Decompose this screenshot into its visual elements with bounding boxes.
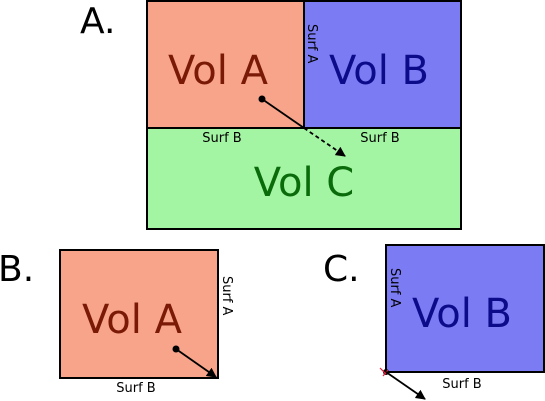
surf-a-label-b: Surf A bbox=[219, 276, 234, 316]
collision-mark-c bbox=[379, 367, 389, 377]
vol-a-label: Vol A bbox=[168, 48, 269, 94]
vol-b-label: Vol B bbox=[329, 48, 429, 94]
surf-b-label-c: Surf B bbox=[442, 377, 481, 392]
particle-track-c bbox=[385, 371, 426, 400]
vol-c-label: Vol C bbox=[254, 160, 355, 206]
particle-track-solid bbox=[261, 98, 305, 129]
vol-a-region-b bbox=[59, 249, 219, 379]
vol-a-label-b: Vol A bbox=[82, 297, 183, 343]
surf-b-label-left: Surf B bbox=[202, 131, 241, 146]
vol-a-region bbox=[146, 0, 305, 129]
panel-b-letter: B. bbox=[0, 249, 34, 290]
surf-a-label: Surf A bbox=[304, 24, 319, 64]
vol-b-region-c bbox=[385, 244, 545, 373]
surf-b-label-right: Surf B bbox=[360, 131, 399, 146]
panel-c-letter: C. bbox=[323, 249, 360, 290]
surf-a-label-c: Surf A bbox=[387, 268, 402, 308]
vol-b-label-c: Vol B bbox=[412, 291, 512, 337]
vol-c-region bbox=[146, 127, 462, 230]
surf-b-label-b: Surf B bbox=[116, 381, 155, 396]
particle-track-dashed bbox=[303, 127, 346, 157]
panel-c: C. Vol B Surf A Surf B bbox=[323, 244, 545, 400]
panel-a: A. Vol A Vol B Vol C Surf A Surf B Surf … bbox=[80, 0, 462, 230]
vol-b-region bbox=[303, 0, 462, 129]
panel-b: B. Vol A Surf A Surf B bbox=[0, 249, 234, 396]
panel-a-letter: A. bbox=[80, 1, 115, 42]
particle-track-b bbox=[175, 348, 217, 378]
